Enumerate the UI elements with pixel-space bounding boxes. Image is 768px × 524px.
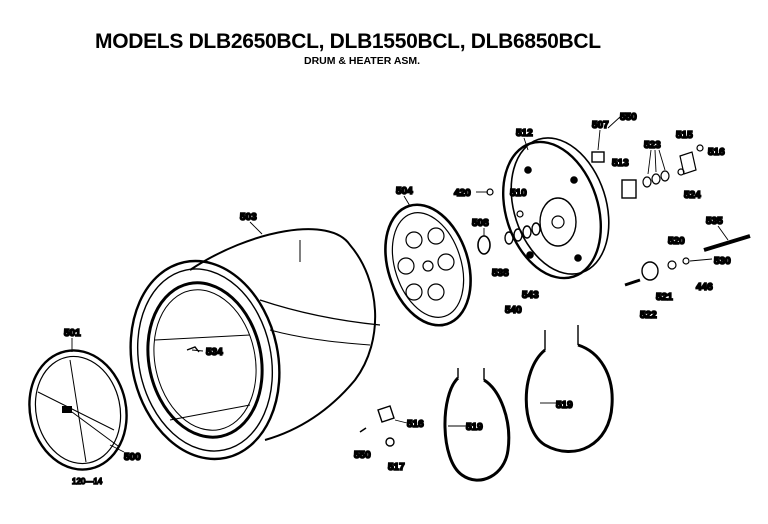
idler-bracket — [359, 405, 395, 447]
part-label-516-top: 516 — [708, 147, 725, 158]
part-label-510: 510 — [510, 188, 527, 199]
page-subtitle: DRUM & HEATER ASM. — [304, 55, 421, 67]
part-label-534: 534 — [206, 347, 223, 358]
part-label-504: 504 — [396, 186, 413, 197]
part-labels: 501 500 503 534 504 512 420 510 508 538 … — [63, 111, 732, 487]
part-label-550-bottom: 550 — [354, 450, 371, 461]
part-label-522: 522 — [640, 310, 657, 321]
part-label-515: 515 — [676, 130, 693, 141]
leader-lines — [71, 116, 729, 453]
part-label-523: 523 — [644, 140, 661, 151]
thermostat-parts — [591, 144, 751, 287]
part-label-520: 520 — [668, 236, 685, 247]
part-label-501: 501 — [64, 328, 81, 339]
heater-housing — [501, 137, 610, 280]
part-label-503: 503 — [240, 212, 257, 223]
part-label-519-large: 519 — [556, 400, 573, 411]
part-label-500: 500 — [124, 452, 141, 463]
part-label-535: 535 — [706, 216, 723, 227]
footer-note: 120—14 — [72, 477, 103, 486]
part-label-543: 543 — [522, 290, 539, 301]
drum — [129, 228, 381, 461]
page-title: MODELS DLB2650BCL, DLB1550BCL, DLB6850BC… — [95, 30, 601, 53]
drum-belt-small — [443, 368, 511, 482]
part-label-507: 507 — [592, 120, 609, 131]
part-label-420: 420 — [454, 188, 471, 199]
part-label-530: 530 — [714, 256, 731, 267]
part-label-513: 513 — [612, 158, 629, 169]
part-label-446: 446 — [696, 282, 713, 293]
part-label-550-top: 550 — [620, 112, 637, 123]
bearing-hardware — [477, 188, 541, 255]
part-label-508: 508 — [472, 218, 489, 229]
part-label-519-small: 519 — [466, 422, 483, 433]
part-label-540: 540 — [505, 305, 522, 316]
part-label-517: 517 — [388, 462, 405, 473]
part-label-538: 538 — [492, 268, 509, 279]
door-seal-ring — [28, 349, 128, 471]
part-label-516-bottom: 516 — [407, 419, 424, 430]
part-label-524: 524 — [684, 190, 701, 201]
part-label-512: 512 — [516, 128, 533, 139]
drum-belt-large — [524, 325, 614, 454]
rear-seal-disc — [384, 203, 472, 327]
part-label-521: 521 — [656, 292, 673, 303]
